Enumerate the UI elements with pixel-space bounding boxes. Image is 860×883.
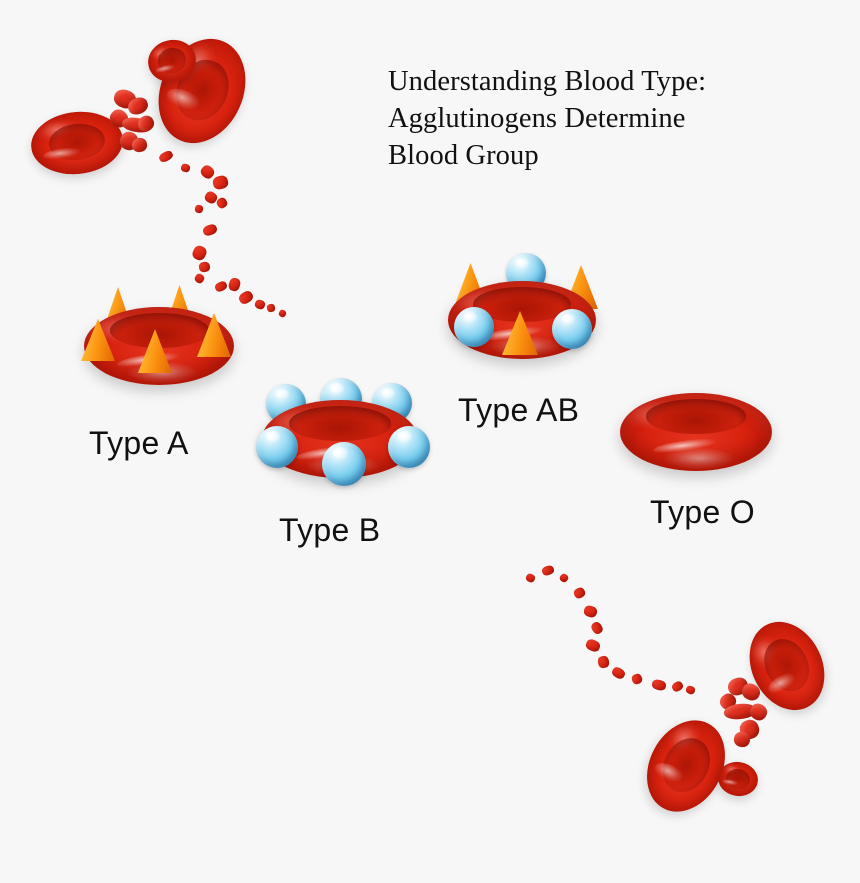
label-type-a: Type A — [89, 425, 189, 461]
antigen-b-sphere — [388, 426, 430, 468]
blood-fragment — [157, 149, 175, 164]
blood-cell-type-b — [256, 378, 431, 490]
blood-cell-clump — [716, 675, 782, 750]
antigen-b-sphere — [322, 442, 366, 486]
antigen-b-sphere — [454, 307, 494, 347]
blood-fragment — [558, 572, 570, 584]
blood-fragment — [584, 637, 602, 654]
blood-fragment — [211, 174, 230, 191]
label-type-b: Type B — [279, 512, 381, 548]
blood-fragment — [540, 564, 556, 577]
blood-fragment — [253, 298, 267, 311]
blood-fragment — [179, 162, 192, 174]
blood-fragment — [596, 654, 611, 670]
blood-fragment — [582, 604, 599, 619]
blood-fragment — [201, 222, 219, 238]
blood-fragment — [193, 272, 206, 285]
red-blood-cell-body — [620, 393, 772, 471]
blood-fragment — [190, 243, 209, 263]
blood-fragment — [524, 572, 537, 584]
blood-cell-type-a — [78, 285, 248, 400]
blood-fragment — [610, 665, 627, 681]
blood-cell-type-o — [620, 393, 780, 483]
blood-cell-type-ab — [444, 253, 609, 368]
blood-fragment — [277, 308, 288, 319]
antigen-b-sphere — [552, 309, 592, 349]
antigen-b-sphere — [256, 426, 298, 468]
label-type-o: Type O — [650, 494, 755, 530]
blood-cell-cluster-bottom-right — [631, 609, 860, 840]
label-type-ab: Type AB — [458, 392, 580, 428]
blood-fragment — [198, 261, 211, 273]
blood-fragment — [589, 620, 605, 636]
blood-fragment — [266, 303, 276, 313]
page-title: Understanding Blood Type: Agglutinogens … — [388, 66, 707, 171]
blood-fragment — [572, 586, 587, 600]
blood-fragment — [194, 204, 204, 214]
